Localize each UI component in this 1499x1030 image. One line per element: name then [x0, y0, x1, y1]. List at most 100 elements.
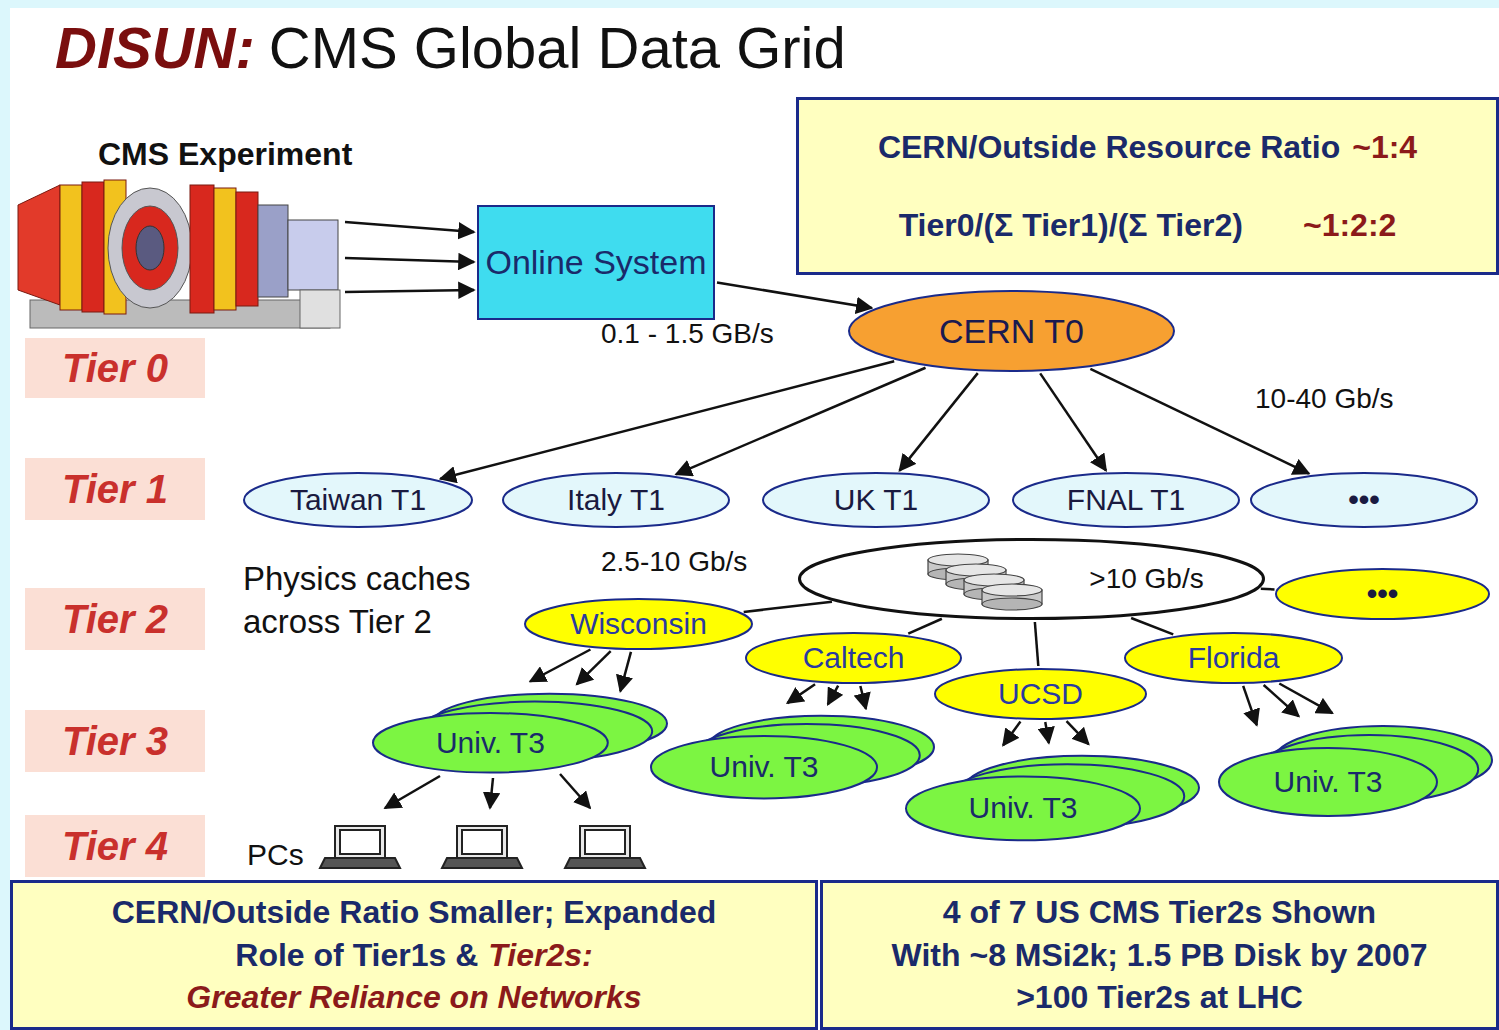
connector-line [744, 602, 832, 612]
node-content: Univ. T3 [372, 712, 609, 774]
tier3-ellipse [1260, 735, 1478, 803]
text-row: ••• [1367, 576, 1399, 612]
tier3-ellipse [373, 713, 608, 773]
connector [787, 684, 866, 709]
node-content: Tier 4 [25, 815, 205, 877]
ellipse-outline [1276, 569, 1489, 619]
ellipse-outline [763, 473, 989, 527]
pc-arrows [385, 774, 590, 808]
connector-line [530, 650, 590, 682]
tier1-site: ••• [1250, 472, 1478, 528]
connector-line [1003, 722, 1020, 746]
box-outline [25, 815, 205, 877]
physics-cache-ring: >10 Gb/s [798, 538, 1265, 620]
node-text: With ~8 MSi2k; 1.5 PB Disk by 2007 [892, 937, 1428, 973]
text-row: Tier 0 [62, 344, 168, 392]
ellipse-outline [1013, 473, 1239, 527]
connector-line [1243, 686, 1257, 725]
online-system-box: Online System [477, 205, 715, 320]
connector-line [676, 368, 925, 475]
tier3-site: Univ. T3 [1218, 722, 1493, 822]
node-text: CERN T0 [939, 312, 1084, 350]
connector-line [828, 686, 838, 705]
text-row: Taiwan T1 [290, 482, 426, 518]
detector-feed-arrows [345, 222, 474, 292]
node-content: 4 of 7 US CMS Tier2s ShownWith ~8 MSi2k;… [820, 880, 1499, 1030]
node-text: UK T1 [834, 483, 918, 516]
disk-icon [982, 584, 1042, 596]
note-box: 4 of 7 US CMS Tier2s ShownWith ~8 MSi2k;… [820, 880, 1499, 1030]
node-text: >100 Tier2s at LHC [1016, 979, 1303, 1015]
tier3-site: Univ. T3 [905, 752, 1200, 846]
text-row: ••• [1348, 482, 1380, 518]
text-row: >100 Tier2s at LHC [1016, 978, 1303, 1016]
box-outline [798, 99, 1498, 274]
ellipse-outline [1125, 633, 1342, 683]
text-row: Univ. T3 [1274, 764, 1383, 800]
connector [1243, 684, 1332, 726]
connector-line [900, 373, 978, 471]
box-outline [12, 882, 817, 1029]
tier-label: Tier 0 [25, 338, 205, 398]
title-text: CMS Global Data Grid [269, 15, 846, 80]
connector-line [787, 684, 815, 703]
node-content: ••• [1275, 568, 1490, 620]
connector [1003, 721, 1088, 745]
node-content: Online System [477, 205, 715, 320]
box-outline [25, 710, 205, 772]
tier3-site: Univ. T3 [372, 690, 668, 778]
node-text: 4 of 7 US CMS Tier2s Shown [943, 894, 1376, 930]
node-text: Tier 0 [62, 346, 168, 390]
node-content: CERN T0 [848, 290, 1175, 372]
connector-line [620, 652, 631, 691]
cms-detector [18, 180, 340, 328]
node-text: ~1:2:2 [1303, 207, 1396, 243]
node-content: Caltech [745, 632, 962, 684]
node-content: CERN/Outside Ratio Smaller; ExpandedRole… [10, 880, 818, 1030]
text-row: CERN T0 [939, 311, 1084, 352]
node-content: Taiwan T1 [243, 472, 473, 528]
text-label: 0.1 - 1.5 GB/s [598, 318, 777, 350]
text-row: Greater Reliance on Networks [186, 978, 641, 1016]
text-row: UK T1 [834, 482, 918, 518]
ellipse-outline [849, 291, 1174, 371]
node-content: Univ. T3 [650, 735, 878, 799]
node-text: Florida [1188, 641, 1280, 674]
text-row: Tier 2 [62, 595, 168, 643]
tier3-ellipse [906, 777, 1140, 841]
ellipse-outline [525, 599, 752, 649]
ellipse-outline [800, 540, 1264, 619]
disk-icon [982, 598, 1042, 610]
node-content: UK T1 [762, 472, 990, 528]
text-label: 2.5-10 Gb/s [598, 546, 750, 578]
connector [530, 650, 631, 692]
title-prefix: DISUN: [55, 15, 255, 80]
text-row: UCSD [998, 676, 1083, 712]
node-content: Tier 0 [25, 338, 205, 398]
note-box: CERN/Outside Ratio Smaller; ExpandedRole… [10, 880, 818, 1030]
text-label: Physics caches across Tier 2 [240, 558, 546, 644]
tier3-ellipse [950, 764, 1184, 828]
tier3-site: Univ. T3 [650, 712, 935, 804]
text-row: Italy T1 [567, 482, 665, 518]
tier3-ellipse [1219, 748, 1437, 816]
connector-line [908, 619, 942, 634]
node-text: FNAL T1 [1067, 483, 1185, 516]
text-row: Tier 1 [62, 465, 168, 513]
text-row: CERN/Outside Ratio Smaller; Expanded [112, 893, 717, 931]
connector [900, 373, 978, 471]
connector-line [1261, 588, 1275, 591]
connector-line [1040, 373, 1106, 470]
text-row: Wisconsin [570, 606, 707, 642]
connector-line [1264, 685, 1299, 716]
diagram-title: DISUN:CMS Global Data Grid [55, 14, 846, 81]
node-text: Tier 1 [62, 467, 168, 511]
node-text: >10 Gb/s [1089, 563, 1203, 594]
node-text: Role of Tier1s & [235, 937, 478, 973]
connector-line [1131, 618, 1173, 634]
tier2-site: Wisconsin [524, 598, 753, 650]
connector [1040, 373, 1106, 470]
text-row: Univ. T3 [436, 725, 545, 761]
tier-label: Tier 2 [25, 588, 205, 650]
